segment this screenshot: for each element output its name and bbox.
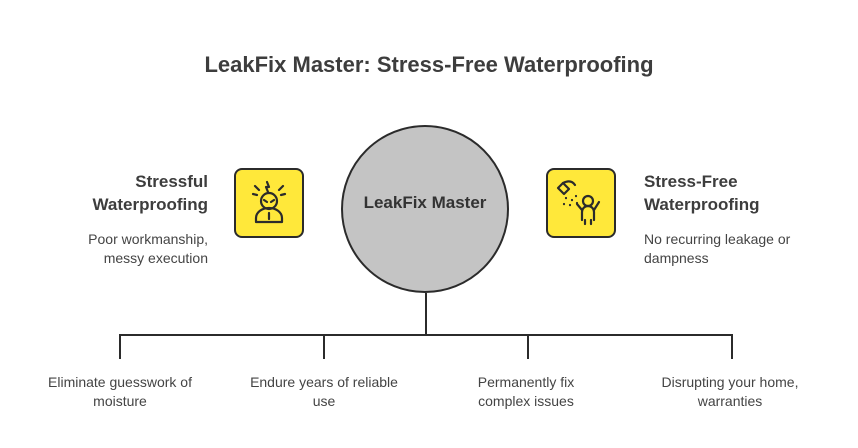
right-description-line1: No recurring leakage or bbox=[644, 231, 791, 247]
right-description: No recurring leakage or dampness bbox=[644, 230, 834, 268]
diagram-title: LeakFix Master: Stress-Free Waterproofin… bbox=[204, 52, 654, 77]
right-heading-line1: Stress-Free bbox=[644, 172, 738, 191]
bottom-item: Endure years of reliable use bbox=[234, 373, 414, 411]
bottom-item-line2: use bbox=[312, 393, 336, 409]
left-heading: Stressful Waterproofing bbox=[40, 170, 208, 216]
stressed-person-icon bbox=[234, 168, 304, 238]
bottom-item: Permanently fix complex issues bbox=[436, 373, 616, 411]
shower-person-icon bbox=[546, 168, 616, 238]
center-circle bbox=[341, 125, 509, 293]
bottom-item-line1: Endure years of reliable bbox=[250, 374, 398, 390]
left-heading-line2: Waterproofing bbox=[92, 195, 208, 214]
right-description-line2: dampness bbox=[644, 250, 709, 266]
bottom-item-line1: Permanently fix bbox=[477, 374, 575, 390]
bottom-item: Eliminate guesswork of moisture bbox=[30, 373, 210, 411]
bottom-item-line1: Eliminate guesswork of bbox=[48, 374, 192, 390]
right-heading: Stress-Free Waterproofing bbox=[644, 170, 824, 216]
bottom-item-line1: Disrupting your home, bbox=[661, 374, 799, 390]
left-description-line2: messy execution bbox=[103, 250, 208, 266]
bottom-item: Disrupting your home, warranties bbox=[640, 373, 820, 411]
bottom-item-line2: warranties bbox=[697, 393, 763, 409]
left-heading-line1: Stressful bbox=[135, 172, 208, 191]
bottom-item-line2: moisture bbox=[93, 393, 147, 409]
left-description-line1: Poor workmanship, bbox=[88, 231, 208, 247]
left-description: Poor workmanship, messy execution bbox=[30, 230, 208, 268]
right-heading-line2: Waterproofing bbox=[644, 195, 760, 214]
center-label: LeakFix Master bbox=[363, 193, 487, 212]
bottom-item-line2: complex issues bbox=[478, 393, 574, 409]
